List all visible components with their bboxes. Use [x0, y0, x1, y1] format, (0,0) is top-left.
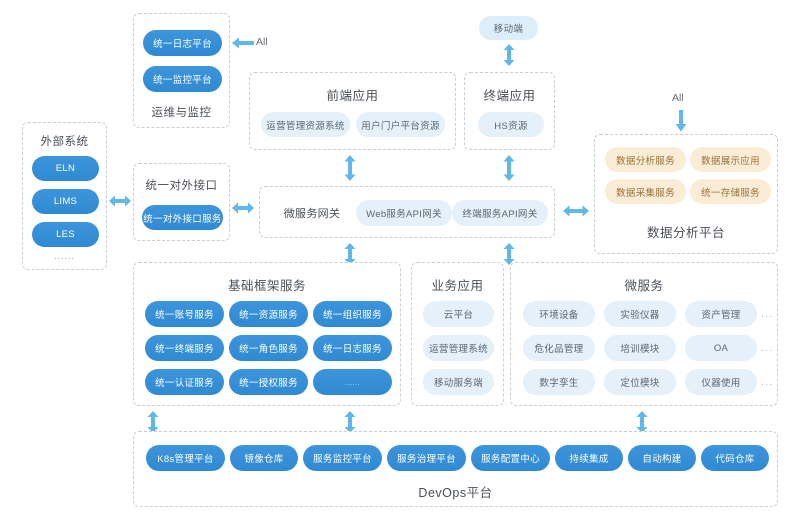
ops-unified-log-platform[interactable]: 统一日志平台	[143, 30, 222, 56]
devops-box: K8s管理平台 镜像仓库 服务监控平台 服务治理平台 服务配置中心 持续集成 自…	[133, 431, 778, 507]
devops-auto-build[interactable]: 自动构建	[628, 445, 696, 471]
arrow-gateway-to-microservices	[503, 243, 515, 265]
gateway-terminal-api[interactable]: 终端服务API网关	[452, 200, 548, 226]
framework-service-terminal[interactable]: 统一终端服务	[145, 335, 224, 361]
unified-interface-box: 统一对外接口 统一对外接口服务	[133, 163, 230, 241]
arrow-gateway-to-framework	[344, 243, 356, 265]
gateway-box: 微服务网关 Web服务API网关 终端服务API网关	[259, 186, 555, 238]
gateway-web-api[interactable]: Web服务API网关	[356, 200, 452, 226]
microservice-asset-management[interactable]: 资产管理	[685, 301, 757, 327]
microservices-row3-ellipsis: ...	[761, 377, 774, 388]
data-display-application[interactable]: 数据展示应用	[690, 147, 771, 172]
devops-service-config-center[interactable]: 服务配置中心	[471, 445, 550, 471]
business-app-ops-management-system[interactable]: 运营管理系统	[423, 335, 494, 361]
framework-services-title: 基础框架服务	[227, 279, 306, 293]
devops-image-repository[interactable]: 镜像仓库	[230, 445, 298, 471]
framework-service-more[interactable]: ......	[313, 369, 392, 395]
microservice-oa[interactable]: OA	[685, 335, 757, 361]
framework-service-resource[interactable]: 统一资源服务	[229, 301, 308, 327]
external-systems-title: 外部系统	[40, 136, 89, 148]
arrow-all-to-ops	[232, 37, 254, 49]
devops-service-governance-platform[interactable]: 服务治理平台	[387, 445, 466, 471]
framework-service-account[interactable]: 统一账号服务	[145, 301, 224, 327]
microservices-row1-ellipsis: ...	[761, 309, 774, 320]
frontend-apps-box: 前端应用 运营管理资源系统 用户门户平台资源	[249, 72, 456, 150]
unified-storage-service[interactable]: 统一存储服务	[690, 179, 771, 204]
microservice-digital-twin[interactable]: 数字孪生	[523, 369, 595, 395]
terminal-apps-box: 终端应用 HS资源	[464, 72, 555, 150]
devops-continuous-integration[interactable]: 持续集成	[555, 445, 623, 471]
arrow-all-to-data-platform	[675, 110, 687, 132]
arrow-mobile-to-terminal-apps	[503, 44, 515, 66]
external-system-eln[interactable]: ELN	[32, 156, 99, 181]
external-system-lims[interactable]: LIMS	[32, 189, 99, 214]
devops-service-monitor-platform[interactable]: 服务监控平台	[303, 445, 382, 471]
external-systems-box: 外部系统 ELN LIMS LES ......	[22, 122, 107, 270]
arrow-microservices-to-devops	[636, 411, 648, 433]
framework-service-organization[interactable]: 统一组织服务	[313, 301, 392, 327]
arrow-gateway-to-data-platform	[563, 204, 589, 218]
frontend-app-user-portal-resource[interactable]: 用户门户平台资源	[356, 112, 445, 137]
ops-monitoring-title: 运维与监控	[151, 107, 212, 119]
data-analysis-service[interactable]: 数据分析服务	[605, 147, 686, 172]
unified-interface-service[interactable]: 统一对外接口服务	[142, 205, 223, 230]
framework-services-box: 基础框架服务 统一账号服务 统一资源服务 统一组织服务 统一终端服务 统一角色服…	[133, 262, 401, 406]
arrow-frontend-to-gateway	[344, 155, 356, 181]
business-apps-title: 业务应用	[431, 279, 484, 293]
unified-interface-title: 统一对外接口	[145, 180, 218, 192]
devops-code-repository[interactable]: 代码仓库	[701, 445, 769, 471]
microservices-title: 微服务	[624, 279, 664, 293]
frontend-apps-title: 前端应用	[326, 89, 379, 103]
ops-all-label: All	[256, 36, 268, 48]
microservices-row2-ellipsis: ...	[761, 343, 774, 354]
devops-title: DevOps平台	[418, 486, 493, 500]
microservice-positioning-module[interactable]: 定位模块	[604, 369, 676, 395]
terminal-app-hs-resource[interactable]: HS资源	[478, 112, 544, 137]
arrow-business-to-devops	[344, 411, 356, 433]
gateway-title: 微服务网关	[283, 208, 341, 220]
arrow-framework-to-devops	[147, 411, 159, 433]
business-app-mobile-server[interactable]: 移动服务端	[423, 369, 494, 395]
data-platform-title: 数据分析平台	[646, 226, 725, 240]
terminal-apps-title: 终端应用	[483, 89, 536, 103]
arrow-interface-to-gateway	[232, 201, 254, 215]
microservice-instrument-usage[interactable]: 仪器使用	[685, 369, 757, 395]
arrow-external-to-interface	[109, 194, 131, 208]
ops-monitoring-box: 统一日志平台 统一监控平台 运维与监控	[133, 13, 230, 128]
framework-service-authorization[interactable]: 统一授权服务	[229, 369, 308, 395]
microservice-lab-instrument[interactable]: 实验仪器	[604, 301, 676, 327]
microservice-training-module[interactable]: 培训模块	[604, 335, 676, 361]
external-system-les[interactable]: LES	[32, 222, 99, 247]
data-platform-all-label: All	[672, 92, 684, 104]
external-systems-more: ......	[53, 251, 75, 261]
framework-service-authentication[interactable]: 统一认证服务	[145, 369, 224, 395]
business-apps-box: 业务应用 云平台 运营管理系统 移动服务端	[411, 262, 504, 406]
frontend-app-ops-resource-system[interactable]: 运营管理资源系统	[261, 112, 350, 137]
microservice-hazardous-chemicals[interactable]: 危化品管理	[523, 335, 595, 361]
data-collection-service[interactable]: 数据采集服务	[605, 179, 686, 204]
microservice-environment-equipment[interactable]: 环境设备	[523, 301, 595, 327]
arrow-terminal-to-gateway	[503, 155, 515, 181]
devops-k8s-platform[interactable]: K8s管理平台	[146, 445, 225, 471]
business-app-cloud-platform[interactable]: 云平台	[423, 301, 494, 327]
mobile-terminal-pill[interactable]: 移动端	[479, 16, 538, 40]
ops-unified-monitor-platform[interactable]: 统一监控平台	[143, 66, 222, 92]
framework-service-role[interactable]: 统一角色服务	[229, 335, 308, 361]
data-platform-box: 数据分析服务 数据展示应用 数据采集服务 统一存储服务 数据分析平台	[594, 134, 778, 254]
framework-service-log[interactable]: 统一日志服务	[313, 335, 392, 361]
microservices-box: 微服务 环境设备 实验仪器 资产管理 ... 危化品管理 培训模块 OA ...…	[510, 262, 778, 406]
